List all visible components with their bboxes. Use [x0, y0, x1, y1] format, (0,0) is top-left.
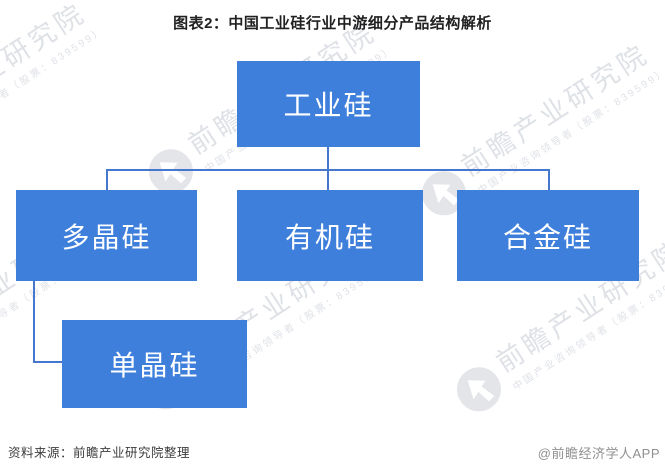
chart-title: 图表2：中国工业硅行业中游细分产品结构解析: [173, 15, 492, 32]
node-organic-silicon: 有机硅: [237, 190, 423, 281]
watermark-sub-text: 中国产业咨询领导者（股票：839599）: [476, 65, 665, 197]
connector-drop-right: [548, 169, 550, 191]
connector-root-stem: [327, 147, 329, 171]
node-polycrystalline-silicon: 多晶硅: [16, 190, 197, 281]
connector-elbow-horizontal: [33, 361, 62, 363]
node-alloy-silicon: 合金硅: [457, 190, 639, 281]
source-note: 资料来源：前瞻产业研究院整理: [8, 446, 191, 460]
node-industrial-silicon: 工业硅: [237, 61, 420, 147]
watermark-sub-text: 中国产业咨询领导者（股票：839599）: [0, 24, 107, 156]
app-credit: @前瞻经济学人APP: [537, 446, 660, 461]
qianzhan-logo-icon: [457, 367, 502, 412]
watermark-main-text: 前瞻产业研究院: [456, 38, 655, 183]
connector-drop-middle: [327, 169, 329, 191]
connector-drop-left: [106, 169, 108, 191]
connector-elbow-vertical: [33, 281, 35, 363]
node-monocrystalline-silicon: 单晶硅: [62, 320, 247, 408]
